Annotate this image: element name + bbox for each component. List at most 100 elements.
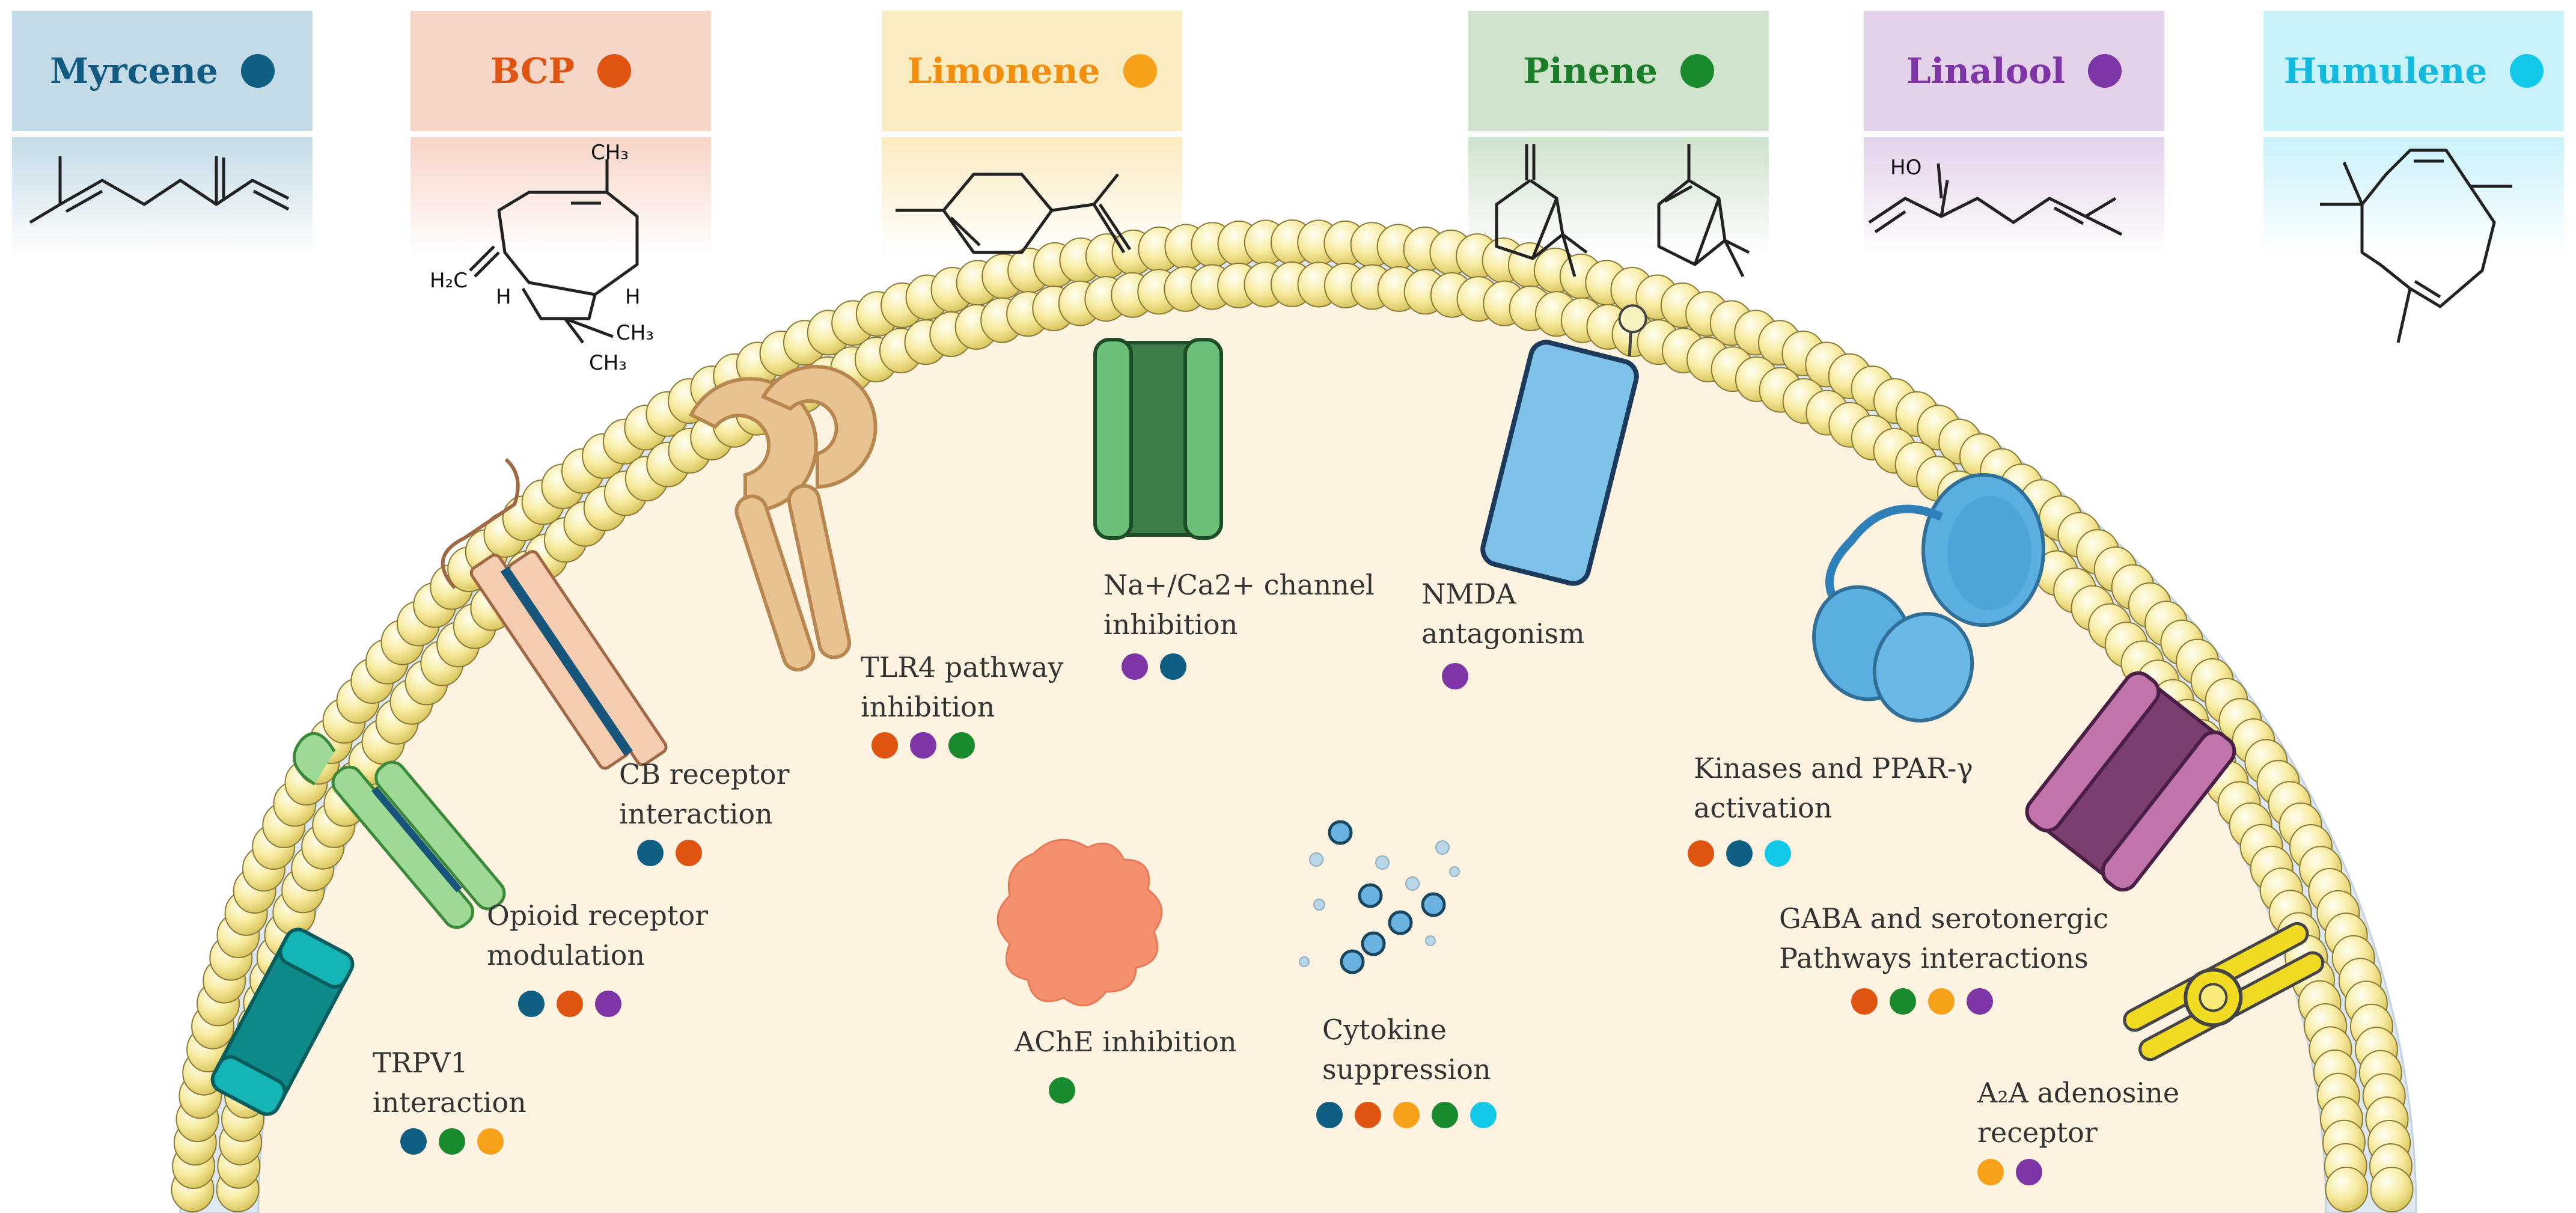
bcp-dot: [1355, 1102, 1381, 1128]
ache-terpene-dots: [1049, 1077, 1075, 1104]
cytokine-label: Cytokine suppression: [1322, 1010, 1491, 1089]
label-line: Cytokine: [1322, 1013, 1447, 1046]
terpene-name: Limonene: [907, 50, 1100, 91]
humulene-color-dot: [2510, 54, 2544, 88]
bcp-ch3-a-label: CH₃: [616, 321, 654, 345]
cytoplasm: [258, 289, 2326, 1213]
pinene-dot: [439, 1128, 465, 1155]
myrcene-dot: [1726, 840, 1753, 867]
limonene-color-dot: [1123, 54, 1157, 88]
cb-terpene-dots: [637, 840, 702, 866]
header-humulene: Humulene: [2263, 11, 2564, 131]
label-line: interaction: [619, 798, 773, 830]
header-bcp: BCP: [411, 11, 711, 131]
tlr4-label: TLR4 pathway inhibition: [861, 647, 1064, 727]
limonene-dot: [477, 1128, 504, 1155]
linalool-ho-label: HO: [1890, 156, 1921, 180]
label-line: activation: [1694, 792, 1833, 824]
label-line: AChE inhibition: [1015, 1025, 1237, 1058]
label-line: CB receptor: [619, 758, 790, 790]
linalool-dot: [1967, 988, 1993, 1015]
header-pinene: Pinene: [1468, 11, 1769, 131]
limonene-dot: [1393, 1102, 1420, 1128]
label-line: Na+/Ca2+ channel: [1103, 569, 1375, 601]
linalool-dot: [2016, 1159, 2042, 1185]
label-line: GABA and serotonergic: [1779, 902, 2109, 935]
lipid-head: [2325, 1166, 2369, 1212]
trpv1-terpene-dots: [400, 1128, 504, 1155]
lipid-heads: [171, 219, 2414, 1212]
pinene-color-dot: [1680, 54, 1714, 88]
nmda-label: NMDA antagonism: [1421, 574, 1585, 653]
tlr4-terpene-dots: [871, 732, 975, 759]
trpv1-channel-icon: [210, 927, 355, 1116]
kinase-ppar-icon: [1812, 473, 2045, 723]
cytokine-particles-icon: [1299, 820, 1460, 974]
linalool-dot: [1122, 653, 1148, 680]
label-line: receptor: [1977, 1116, 2098, 1149]
limonene-dot: [1977, 1159, 2004, 1185]
pinene-structure-icon: [1495, 144, 1750, 278]
linalool-dot: [1442, 663, 1468, 689]
bcp-structure-panel: [411, 137, 711, 257]
tlr4-receptor-icon: [688, 365, 877, 672]
pinene-dot: [1890, 988, 1916, 1015]
linalool-dot: [595, 991, 621, 1017]
a2a-terpene-dots: [1977, 1159, 2042, 1185]
humulene-dot: [1470, 1102, 1497, 1128]
pinene-dot: [1432, 1102, 1458, 1128]
linalool-dot: [910, 732, 936, 759]
trpv1-label: TRPV1 interaction: [373, 1043, 526, 1122]
bcp-h-left-label: H: [496, 285, 511, 309]
limonene-dot: [1928, 988, 1955, 1015]
gaba-label: GABA and serotonergic Pathways interacti…: [1779, 899, 2108, 978]
header-myrcene: Myrcene: [12, 11, 313, 131]
pinene-dot: [1049, 1077, 1075, 1104]
bcp-ch3-b-label: CH₃: [589, 351, 627, 375]
bcp-dot: [676, 840, 702, 866]
terpene-name: Linalool: [1906, 50, 2065, 91]
label-line: Pathways interactions: [1779, 942, 2089, 974]
myrcene-dot: [400, 1128, 427, 1155]
bcp-color-dot: [597, 54, 631, 88]
myrcene-dot: [518, 991, 545, 1017]
label-line: TLR4 pathway: [861, 651, 1064, 683]
bcp-dot: [871, 732, 898, 759]
na-ca-channel-icon: [1093, 338, 1223, 540]
linalool-structure-icon: [1868, 163, 2123, 236]
linalool-structure-panel: [1864, 137, 2164, 257]
humulene-structure-icon: [2320, 148, 2512, 343]
cb-receptor-icon: [441, 457, 668, 770]
bcp-dot: [557, 991, 583, 1017]
gaba-channel-icon: [2025, 671, 2236, 892]
label-line: inhibition: [861, 691, 995, 723]
label-line: modulation: [487, 939, 646, 971]
pinene-dot: [948, 732, 975, 759]
gaba-terpene-dots: [1851, 988, 1993, 1015]
kinases-label: Kinases and PPAR-γ activation: [1694, 748, 1973, 828]
myrcene-dot: [1316, 1102, 1343, 1128]
bcp-dot: [1688, 840, 1714, 867]
linalool-color-dot: [2088, 54, 2122, 88]
nmda-terpene-dots: [1442, 663, 1468, 689]
a2a-label: A₂A adenosine receptor: [1977, 1073, 2179, 1152]
kinases-terpene-dots: [1688, 840, 1791, 867]
terpene-name: Myrcene: [50, 50, 218, 91]
label-line: interaction: [373, 1086, 526, 1119]
myrcene-structure-icon: [29, 156, 290, 224]
nmda-receptor-icon: [1480, 304, 1647, 586]
opioid-label: Opioid receptor modulation: [487, 896, 708, 975]
lipid-head: [2370, 1167, 2414, 1212]
label-line: antagonism: [1421, 617, 1585, 650]
ache-label: AChE inhibition: [1015, 1022, 1237, 1062]
na-ca-terpene-dots: [1122, 653, 1186, 680]
bcp-h-right-label: H: [625, 285, 641, 309]
myrcene-color-dot: [240, 54, 275, 88]
bcp-h2c-label: H₂C: [430, 269, 468, 293]
limonene-structure-icon: [896, 173, 1132, 254]
bcp-ch3-top-label: CH₃: [591, 141, 629, 165]
opioid-terpene-dots: [518, 991, 621, 1017]
header-limonene: Limonene: [882, 11, 1182, 131]
